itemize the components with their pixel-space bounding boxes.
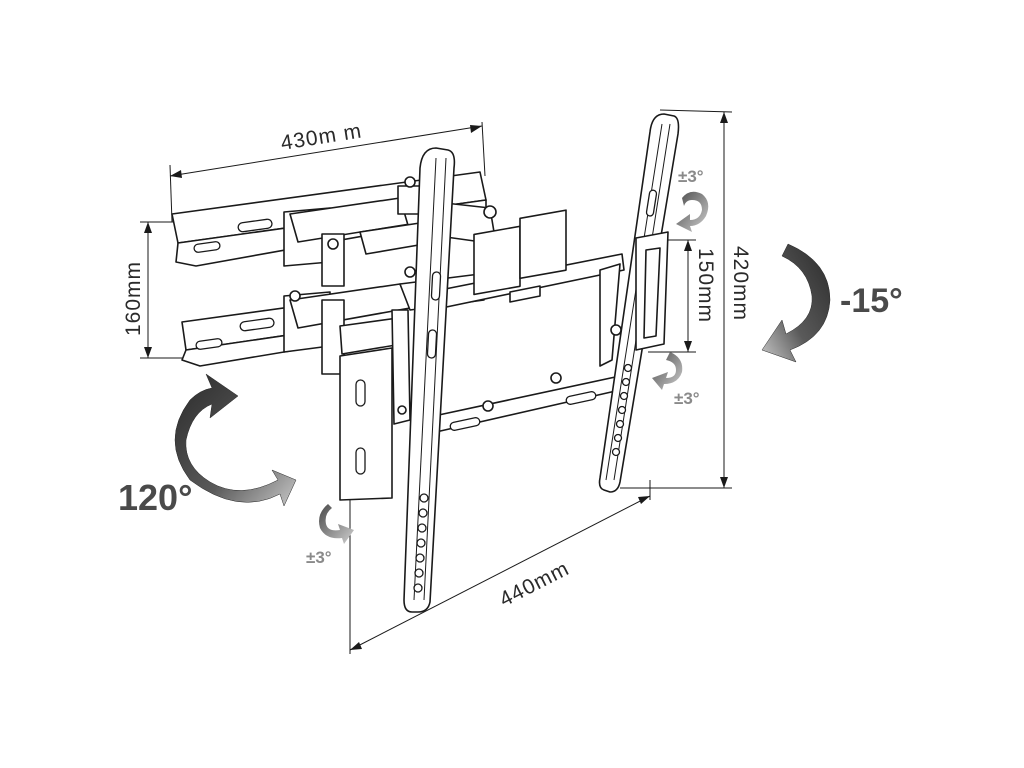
tv-adapter-frame [339,209,625,501]
dimension-150-label: 150mm [694,248,717,323]
dimension-420-label: 420mm [729,246,752,321]
swivel-arrow-icon [174,373,297,507]
dimension-440-label: 440mm [496,557,573,612]
tilt-angle-label: -15° [840,282,903,320]
level-bottom-label: ±3° [306,548,332,567]
tilt-arrow-icon [761,243,831,363]
level-arrow-top-icon [676,191,709,232]
dimension-160-line [140,221,184,359]
level-top-label: ±3° [678,167,704,186]
vesa-strap-left [391,147,456,613]
swivel-angle-label: 120° [118,477,192,518]
dimension-150-line [648,239,696,353]
dimension-430-line [169,121,486,223]
vesa-strap-right [598,113,680,493]
level-arrow-bottom-icon [319,504,354,544]
dimension-440-line [349,480,651,654]
dimension-420-line [620,109,733,489]
level-arrow-right-icon [652,352,683,390]
dimension-160-label: 160mm [122,261,145,336]
dimension-430-label: 430m m [279,119,363,155]
level-right-label: ±3° [674,389,700,408]
